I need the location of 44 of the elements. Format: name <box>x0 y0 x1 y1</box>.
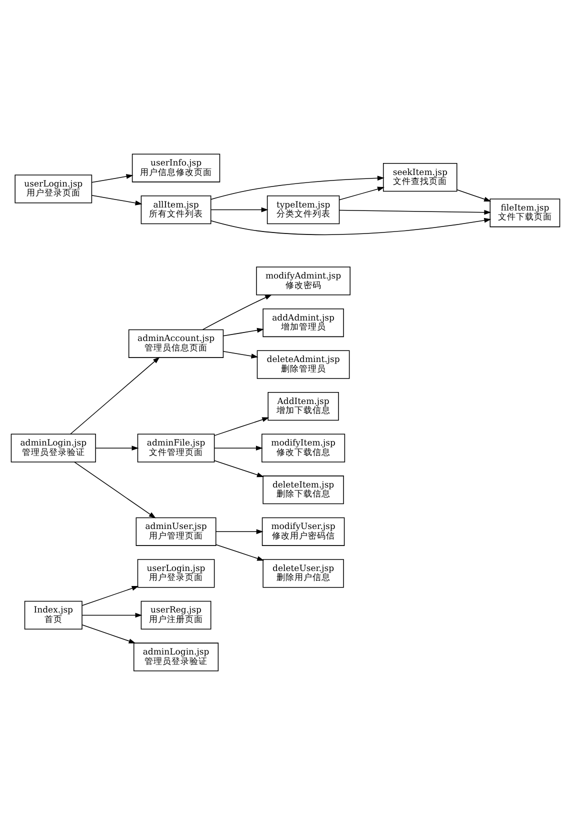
node-box: userInfo.jsp 用户信息修改页面 <box>132 154 220 182</box>
arrow <box>202 294 272 330</box>
arrow <box>210 207 268 212</box>
node-box: userLogin.jsp 用户登录页面 <box>14 174 92 204</box>
arrow <box>216 529 264 534</box>
arrow <box>456 189 492 202</box>
node-box: seekItem.jsp 文件查找页面 <box>382 163 458 192</box>
arrow <box>210 218 492 236</box>
node-box: userReg.jsp 用户注册页面 <box>140 600 212 630</box>
node-box: deleteItem.jsp 删除下载信息 <box>262 476 344 504</box>
arrow <box>82 612 142 618</box>
node-box: modifyAdmint.jsp 修改密码 <box>256 266 350 296</box>
node-box: addAdmint.jsp 增加管理员 <box>262 308 344 338</box>
node-box: typeItem.jsp 分类文件列表 <box>266 195 340 224</box>
node-box: adminFile.jsp 文件管理页面 <box>137 434 215 462</box>
node-box: modifyItem.jsp 修改下载信息 <box>262 434 346 462</box>
arrow <box>338 186 384 200</box>
node-box: deleteUser.jsp 删除用户信息 <box>262 559 344 588</box>
arrow <box>222 350 258 358</box>
node-box: deleteAdmint.jsp 删除管理员 <box>256 350 350 379</box>
node-box: allItem.jsp 所有文件列表 <box>140 195 212 224</box>
arrow <box>82 586 139 606</box>
arrow <box>91 174 134 183</box>
node-box: adminLogin.jsp 管理员登录验证 <box>10 434 96 462</box>
arrow <box>339 210 492 215</box>
node-box: fileItem.jsp 文件下载页面 <box>490 198 560 228</box>
node-box: userLogin.jsp 用户登录页面 <box>137 559 215 588</box>
arrow <box>70 356 160 434</box>
arrow <box>216 544 264 561</box>
node-box: modifyUser.jsp 修改用户密码信 <box>262 517 345 546</box>
arrow <box>214 417 270 436</box>
arrow <box>95 446 139 451</box>
node-box: adminUser.jsp 用户管理页面 <box>136 517 216 546</box>
arrow <box>214 460 264 478</box>
node-box: Index.jsp 首页 <box>24 600 82 630</box>
arrow <box>222 328 264 336</box>
arrow <box>74 462 156 518</box>
arrow <box>210 176 384 200</box>
node-box: adminAccount.jsp 管理员信息页面 <box>128 329 224 358</box>
node-box: adminLogin.jsp 管理员登录验证 <box>133 642 219 672</box>
arrow <box>91 195 142 206</box>
arrow <box>214 446 263 451</box>
arrow <box>82 624 136 644</box>
node-box: AddItem.jsp 增加下载信息 <box>268 392 339 421</box>
